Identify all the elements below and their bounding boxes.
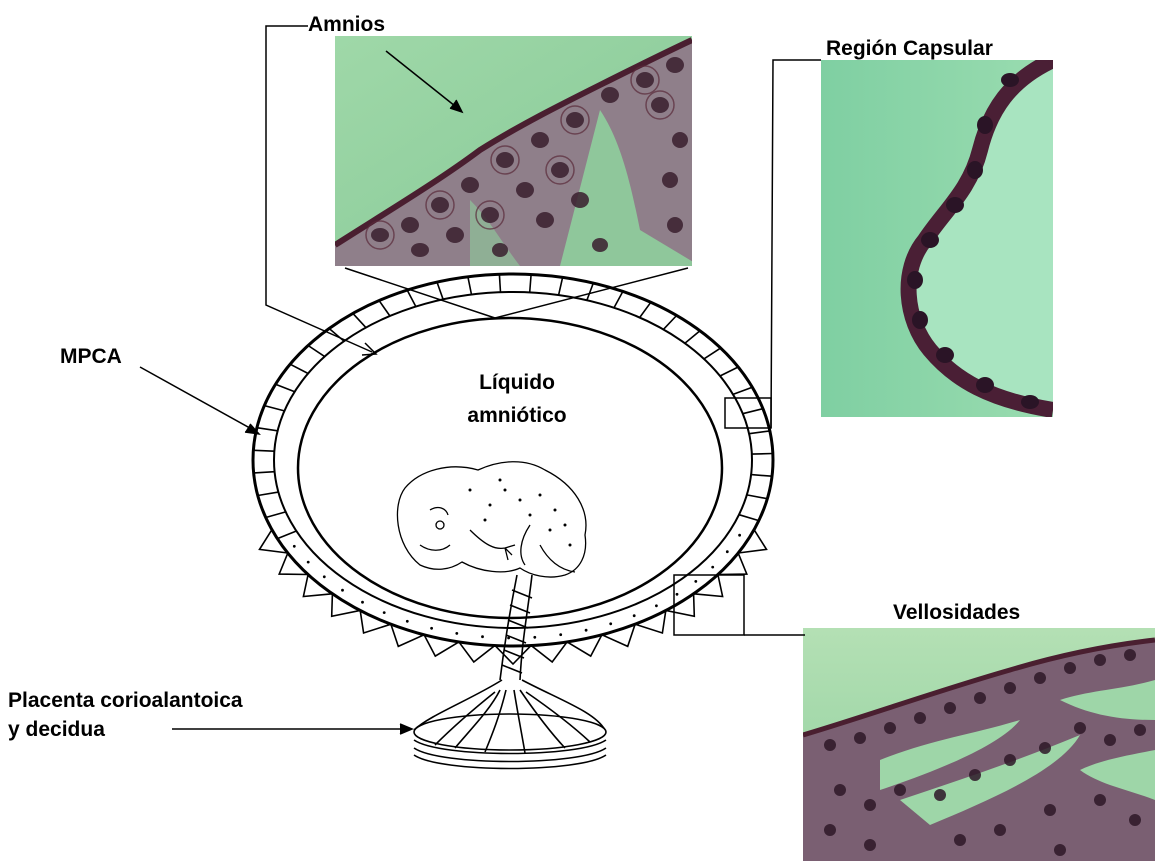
region-capsular-leader (771, 60, 821, 428)
liquido-line2: amniótico (432, 403, 602, 428)
liquido-amniotico-label: Líquido amniótico (432, 370, 602, 428)
mpca-arrow (140, 367, 257, 432)
amnios-label: Amnios (308, 12, 385, 37)
placenta-disc (414, 680, 606, 769)
region-capsular-label: Región Capsular (826, 36, 993, 61)
fetus-drawing (397, 462, 586, 577)
liquido-line1: Líquido (432, 370, 602, 395)
mpca-inner-edge (274, 292, 752, 628)
vellosidades-micrograph (803, 628, 1155, 861)
amnios-micrograph (335, 36, 700, 266)
placenta-line2: y decidua (8, 717, 243, 742)
region-capsular-micrograph (821, 60, 1053, 417)
mpca-label: MPCA (60, 344, 122, 369)
vellosidades-label: Vellosidades (893, 600, 1020, 625)
placenta-label: Placenta corioalantoica y decidua (8, 688, 243, 742)
placenta-line1: Placenta corioalantoica (8, 688, 243, 713)
